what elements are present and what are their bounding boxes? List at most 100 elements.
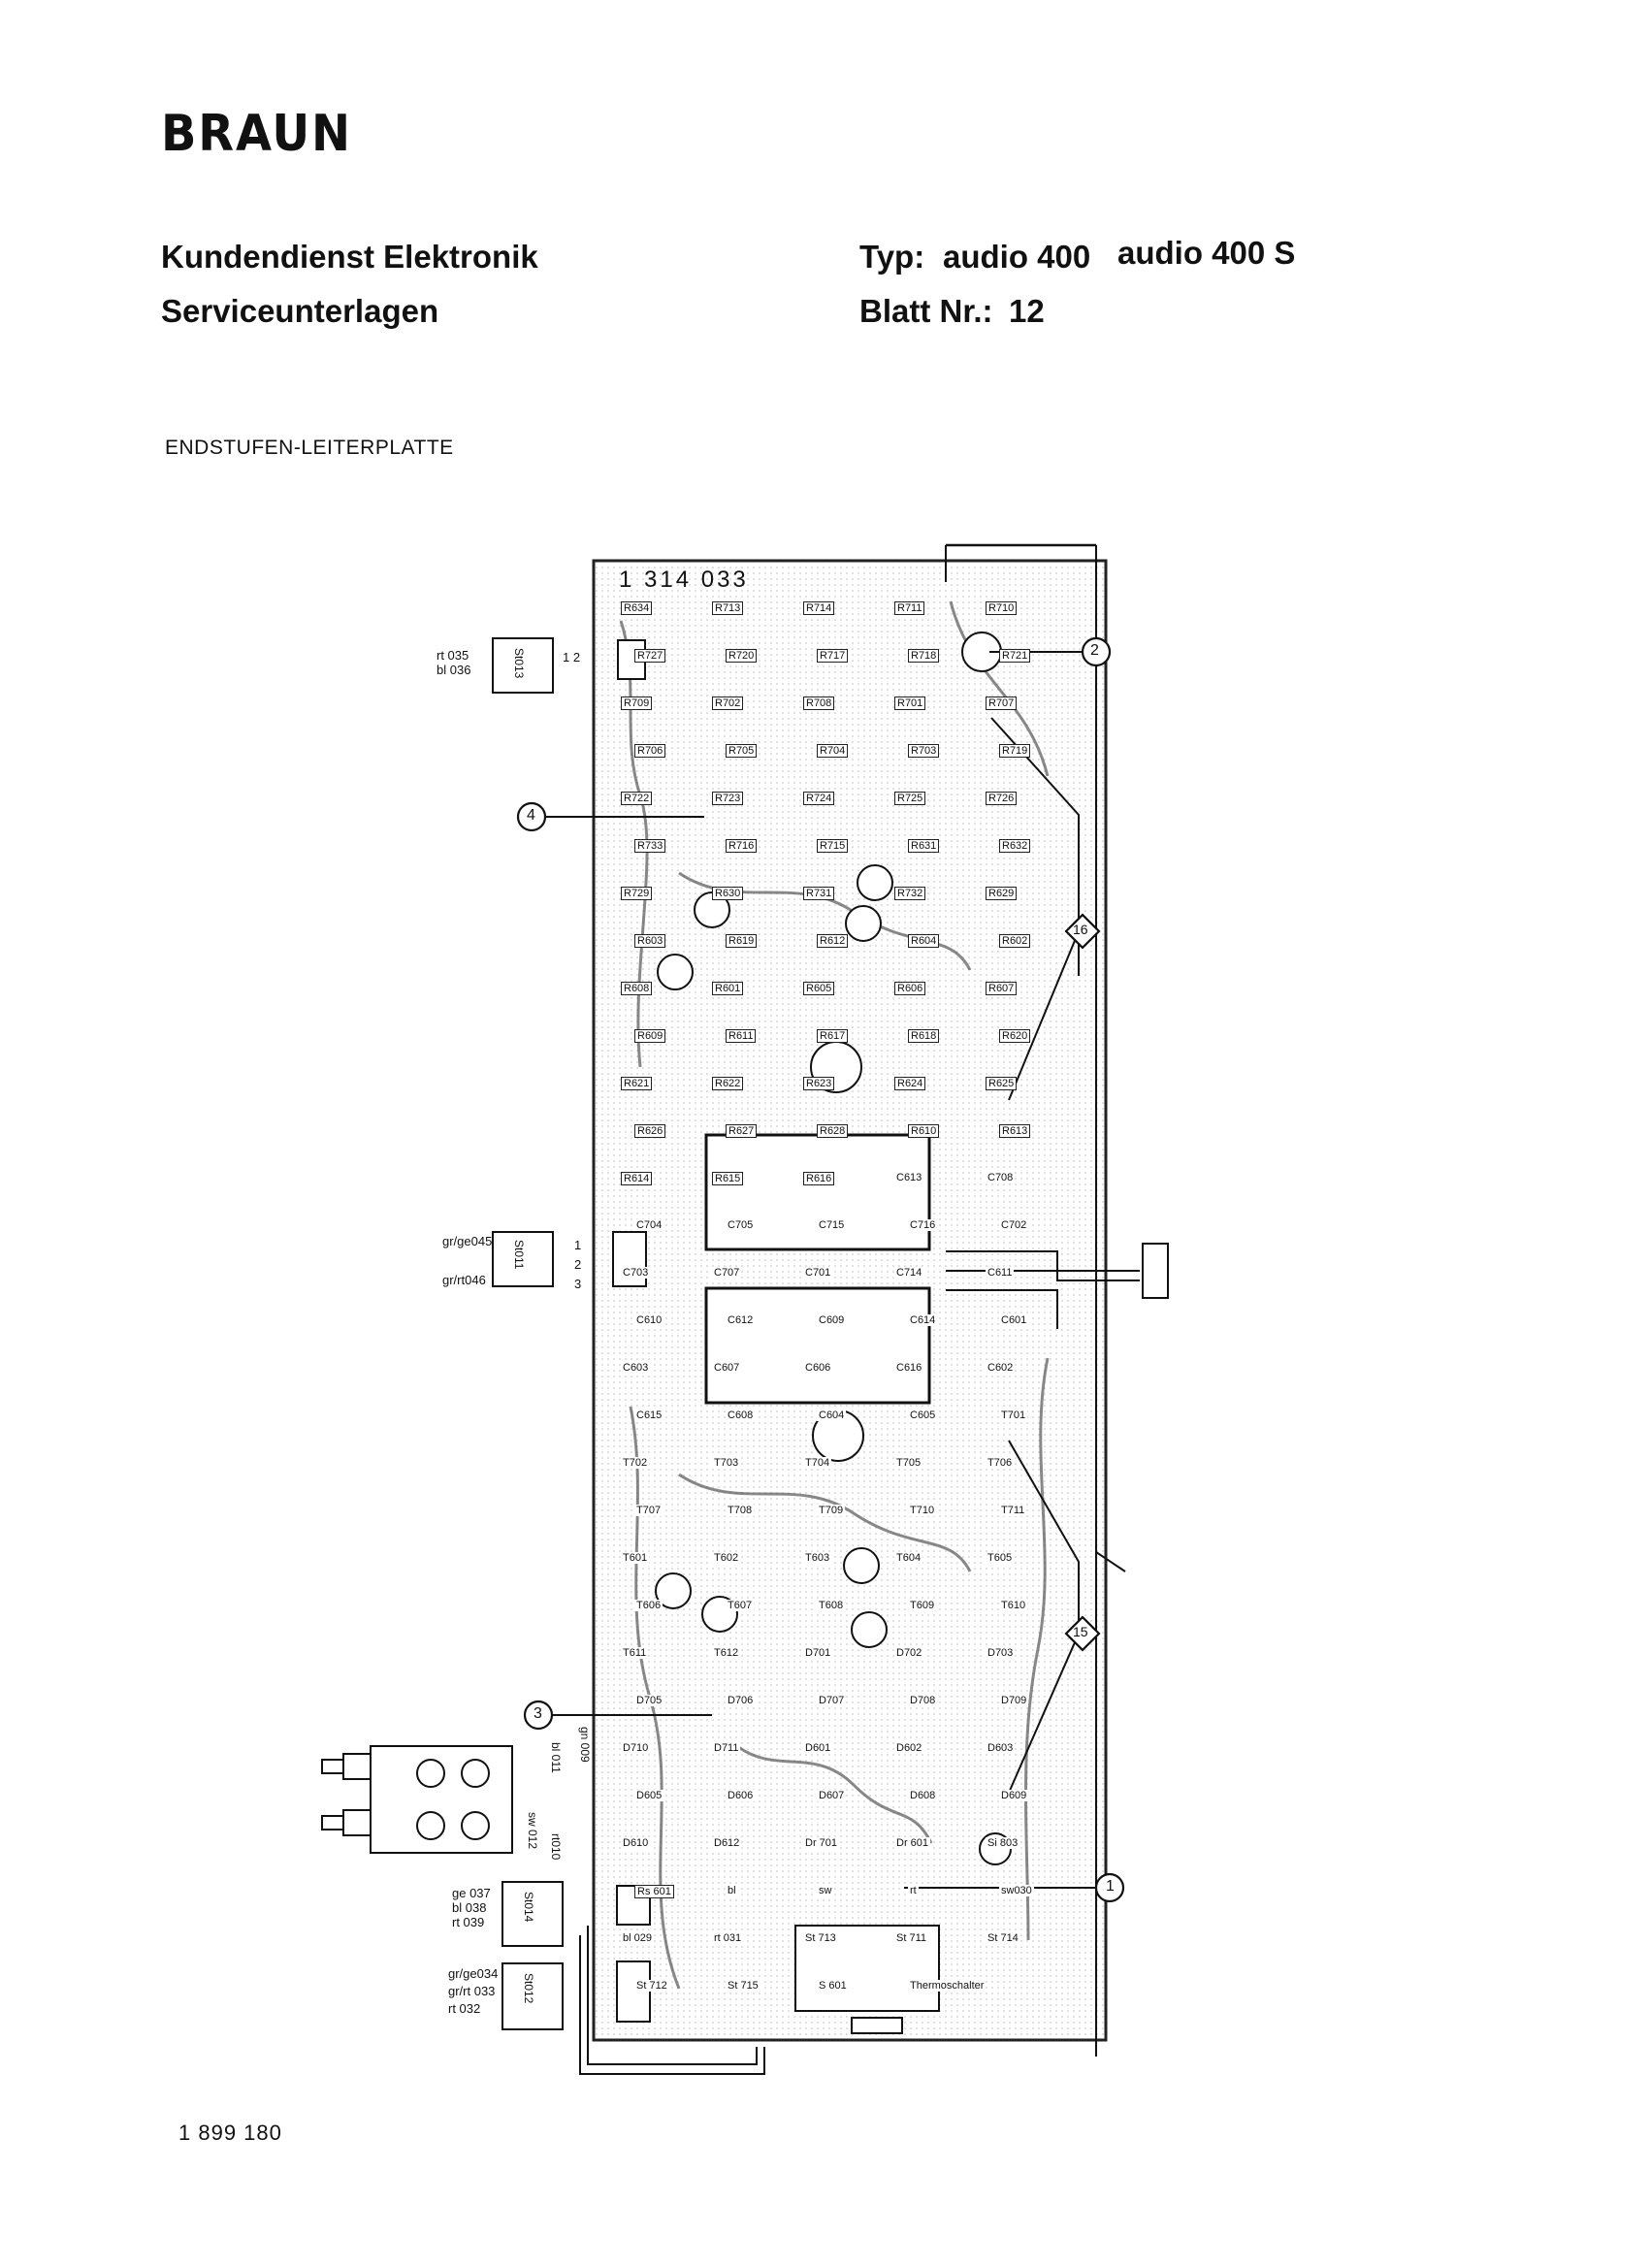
- component-label: sw030: [999, 1885, 1034, 1896]
- component-label: R604: [908, 934, 940, 948]
- component-label: C607: [712, 1362, 742, 1374]
- component-label: C604: [817, 1409, 847, 1421]
- section-title: ENDSTUFEN-LEITERPLATTE: [165, 437, 454, 459]
- callout-4: [516, 801, 547, 832]
- component-label: D702: [894, 1647, 924, 1659]
- component-label: R720: [726, 649, 758, 663]
- component-label: C714: [894, 1267, 924, 1279]
- component-label: R721: [999, 649, 1031, 663]
- typ-label: Typ:: [859, 239, 925, 275]
- st014-name: St014: [522, 1892, 535, 1923]
- component-label: bl: [726, 1885, 738, 1896]
- component-label: bl 029: [621, 1932, 654, 1944]
- component-label: R717: [817, 649, 849, 663]
- component-label: R620: [999, 1029, 1031, 1043]
- component-label: R619: [726, 934, 758, 948]
- component-label: R621: [621, 1077, 653, 1090]
- st012-wires: gr/ge034 gr/rt 033 rt 032: [448, 1966, 499, 2016]
- pcb-board: [592, 543, 1108, 2057]
- component-label: S 601: [817, 1980, 849, 1992]
- st011-name: St011: [512, 1240, 526, 1270]
- component-label: R603: [634, 934, 666, 948]
- component-label: C704: [634, 1219, 664, 1231]
- blatt-label: Blatt Nr.:: [859, 293, 993, 329]
- jack-wire-gn009: gn 009: [578, 1727, 592, 1763]
- component-label: St 713: [803, 1932, 838, 1944]
- component-label: R723: [712, 792, 744, 805]
- component-label: R707: [986, 697, 1018, 710]
- component-label: R715: [817, 839, 849, 853]
- jack-wire-rt010: rt010: [549, 1833, 563, 1861]
- component-label: R605: [803, 982, 835, 995]
- component-label: D710: [621, 1742, 651, 1754]
- component-label: R703: [908, 744, 940, 758]
- component-label: R602: [999, 934, 1031, 948]
- component-label: C608: [726, 1409, 756, 1421]
- component-label: R610: [908, 1124, 940, 1138]
- component-label: R711: [894, 601, 925, 615]
- st011-wire-1: gr/ge045: [442, 1234, 493, 1248]
- component-label: Si 803: [986, 1837, 1020, 1849]
- connectors: [321, 637, 1169, 2030]
- component-label: T701: [999, 1409, 1028, 1421]
- component-label: R716: [726, 839, 758, 853]
- component-label: R708: [803, 697, 835, 710]
- component-label: T708: [726, 1505, 755, 1516]
- component-label: D706: [726, 1695, 756, 1706]
- component-label: D609: [999, 1790, 1029, 1801]
- component-label: C707: [712, 1267, 742, 1279]
- component-label: T704: [803, 1457, 832, 1469]
- component-label: D612: [712, 1837, 742, 1849]
- component-label: D606: [726, 1790, 756, 1801]
- component-label: D605: [634, 1790, 664, 1801]
- component-label: R613: [999, 1124, 1031, 1138]
- component-label: T711: [999, 1505, 1027, 1516]
- component-label: R726: [986, 792, 1018, 805]
- component-label: D601: [803, 1742, 833, 1754]
- doc-type-title: Serviceunterlagen: [161, 293, 439, 329]
- component-label: C703: [621, 1267, 651, 1279]
- st013-wires: rt 035 bl 036: [437, 648, 471, 677]
- plug-st012: [501, 1962, 564, 2030]
- component-label: R713: [712, 601, 744, 615]
- component-label: R625: [986, 1077, 1018, 1090]
- jack-wire-sw012: sw 012: [526, 1812, 539, 1850]
- component-label: D707: [817, 1695, 847, 1706]
- component-label: T710: [908, 1505, 937, 1516]
- component-label: R612: [817, 934, 849, 948]
- component-label: T603: [803, 1552, 832, 1564]
- component-label: R710: [986, 601, 1018, 615]
- callout-markers: [516, 636, 1125, 1903]
- component-label: rt 031: [712, 1932, 744, 1944]
- callout-4-label: 4: [527, 807, 535, 824]
- component-label: D711: [712, 1742, 741, 1754]
- component-label: T707: [634, 1505, 663, 1516]
- component-label: R615: [712, 1172, 744, 1185]
- component-label: C601: [999, 1314, 1029, 1326]
- component-label: St 711: [894, 1932, 928, 1944]
- st013-name: St013: [512, 648, 526, 679]
- component-label: R701: [894, 697, 926, 710]
- component-label: R631: [908, 839, 940, 853]
- c609-capacitor-body: [704, 1286, 931, 1405]
- component-label: R616: [803, 1172, 835, 1185]
- component-label: C611: [986, 1267, 1015, 1279]
- component-label: T612: [712, 1647, 741, 1659]
- component-label: R630: [712, 887, 744, 900]
- plug-st014: [501, 1881, 564, 1947]
- st013-pins: 1 2: [563, 650, 581, 664]
- component-label: C615: [634, 1409, 664, 1421]
- component-label: T607: [726, 1600, 755, 1611]
- component-label: T606: [634, 1600, 663, 1611]
- component-label: R623: [803, 1077, 835, 1090]
- component-label: R632: [999, 839, 1031, 853]
- component-label: Dr 601: [894, 1837, 931, 1849]
- component-label: C716: [908, 1219, 938, 1231]
- braun-logo: BRAUN: [161, 105, 352, 163]
- component-label: T611: [621, 1647, 649, 1659]
- document-number: 1 899 180: [178, 2121, 282, 2145]
- c611-capacitor-body: [704, 1133, 931, 1251]
- plug-st011: [492, 1231, 554, 1287]
- component-label: D610: [621, 1837, 651, 1849]
- component-label: D703: [986, 1647, 1016, 1659]
